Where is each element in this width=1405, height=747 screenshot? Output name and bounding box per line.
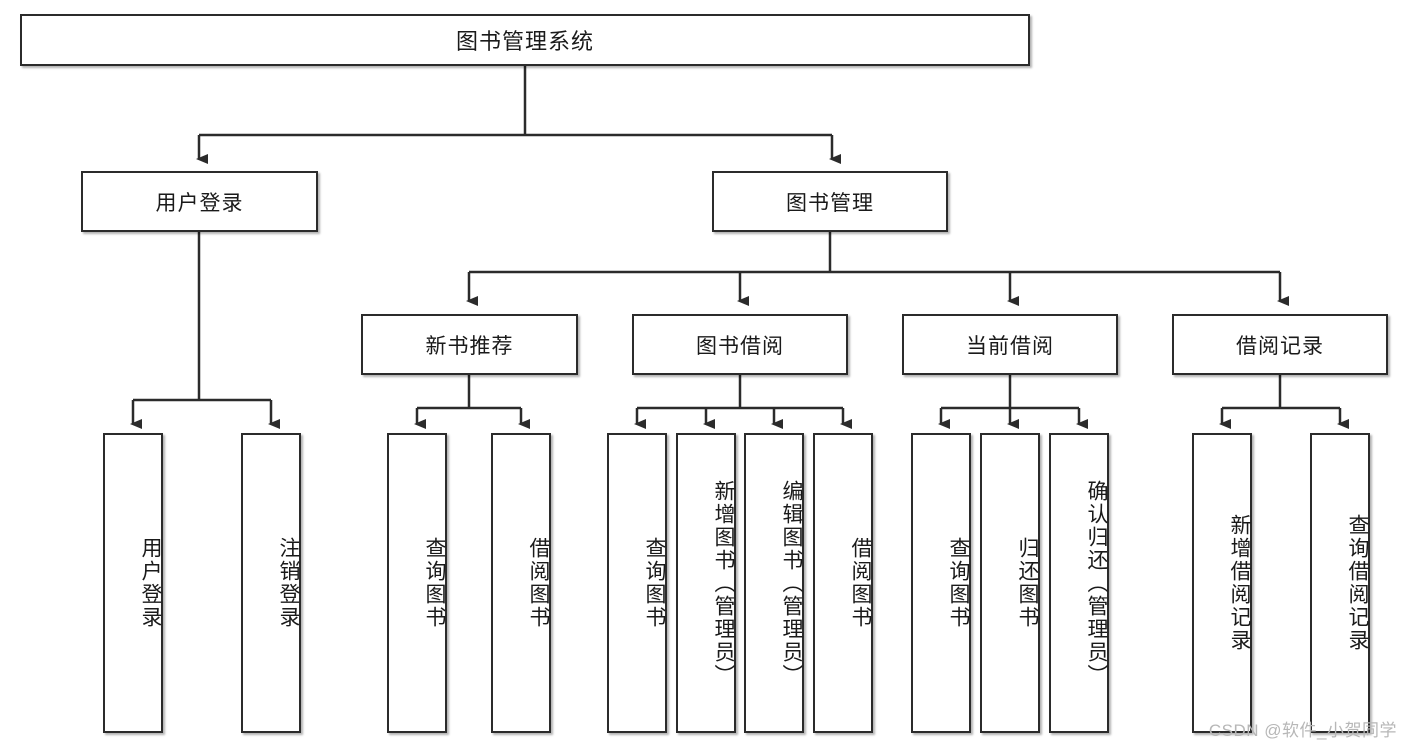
node-current-borrow-label: 当前借阅 [966, 334, 1054, 358]
leaf-book-borrow-edit[interactable]: 编辑图书（管理员） [744, 433, 804, 733]
leaf-current-borrow-confirm-return[interactable]: 确认归还（管理员） [1049, 433, 1109, 733]
leaf-label: 新增图书（管理员） [712, 479, 735, 687]
leaf-label: 注销登录 [277, 537, 300, 629]
node-user-login-label: 用户登录 [155, 191, 244, 215]
node-user-login[interactable]: 用户登录 [81, 171, 318, 232]
leaf-label: 查询图书 [643, 537, 666, 629]
leaf-label: 归还图书 [1016, 537, 1039, 629]
leaf-label: 用户登录 [139, 537, 162, 629]
node-borrow-record[interactable]: 借阅记录 [1172, 314, 1388, 375]
leaf-label: 查询借阅记录 [1346, 514, 1369, 652]
leaf-book-borrow-query[interactable]: 查询图书 [607, 433, 667, 733]
leaf-label: 查询图书 [947, 537, 970, 629]
node-book-borrow[interactable]: 图书借阅 [632, 314, 848, 375]
node-borrow-record-label: 借阅记录 [1236, 334, 1324, 358]
node-current-borrow[interactable]: 当前借阅 [902, 314, 1118, 375]
leaf-borrow-record-add[interactable]: 新增借阅记录 [1192, 433, 1252, 733]
leaf-label: 编辑图书（管理员） [780, 479, 803, 687]
node-new-book-recommend[interactable]: 新书推荐 [361, 314, 578, 375]
leaf-new-book-query[interactable]: 查询图书 [387, 433, 447, 733]
leaf-label: 借阅图书 [527, 537, 550, 629]
leaf-borrow-record-query[interactable]: 查询借阅记录 [1310, 433, 1370, 733]
leaf-label: 借阅图书 [849, 537, 872, 629]
node-new-book-recommend-label: 新书推荐 [425, 334, 514, 358]
node-book-management[interactable]: 图书管理 [712, 171, 948, 232]
leaf-current-borrow-return[interactable]: 归还图书 [980, 433, 1040, 733]
leaf-user-login-login[interactable]: 用户登录 [103, 433, 163, 733]
leaf-user-login-logout[interactable]: 注销登录 [241, 433, 301, 733]
leaf-new-book-borrow[interactable]: 借阅图书 [491, 433, 551, 733]
node-book-management-label: 图书管理 [786, 191, 874, 215]
node-root-label: 图书管理系统 [455, 29, 594, 54]
leaf-label: 确认归还（管理员） [1085, 479, 1108, 687]
leaf-label: 查询图书 [423, 537, 446, 629]
leaf-book-borrow-add[interactable]: 新增图书（管理员） [676, 433, 736, 733]
leaf-current-borrow-query[interactable]: 查询图书 [911, 433, 971, 733]
node-root[interactable]: 图书管理系统 [20, 14, 1030, 66]
leaf-book-borrow-borrow[interactable]: 借阅图书 [813, 433, 873, 733]
node-book-borrow-label: 图书借阅 [696, 334, 784, 358]
watermark: CSDN @软件_小贺同学 [1208, 721, 1397, 740]
leaf-label: 新增借阅记录 [1228, 514, 1251, 652]
